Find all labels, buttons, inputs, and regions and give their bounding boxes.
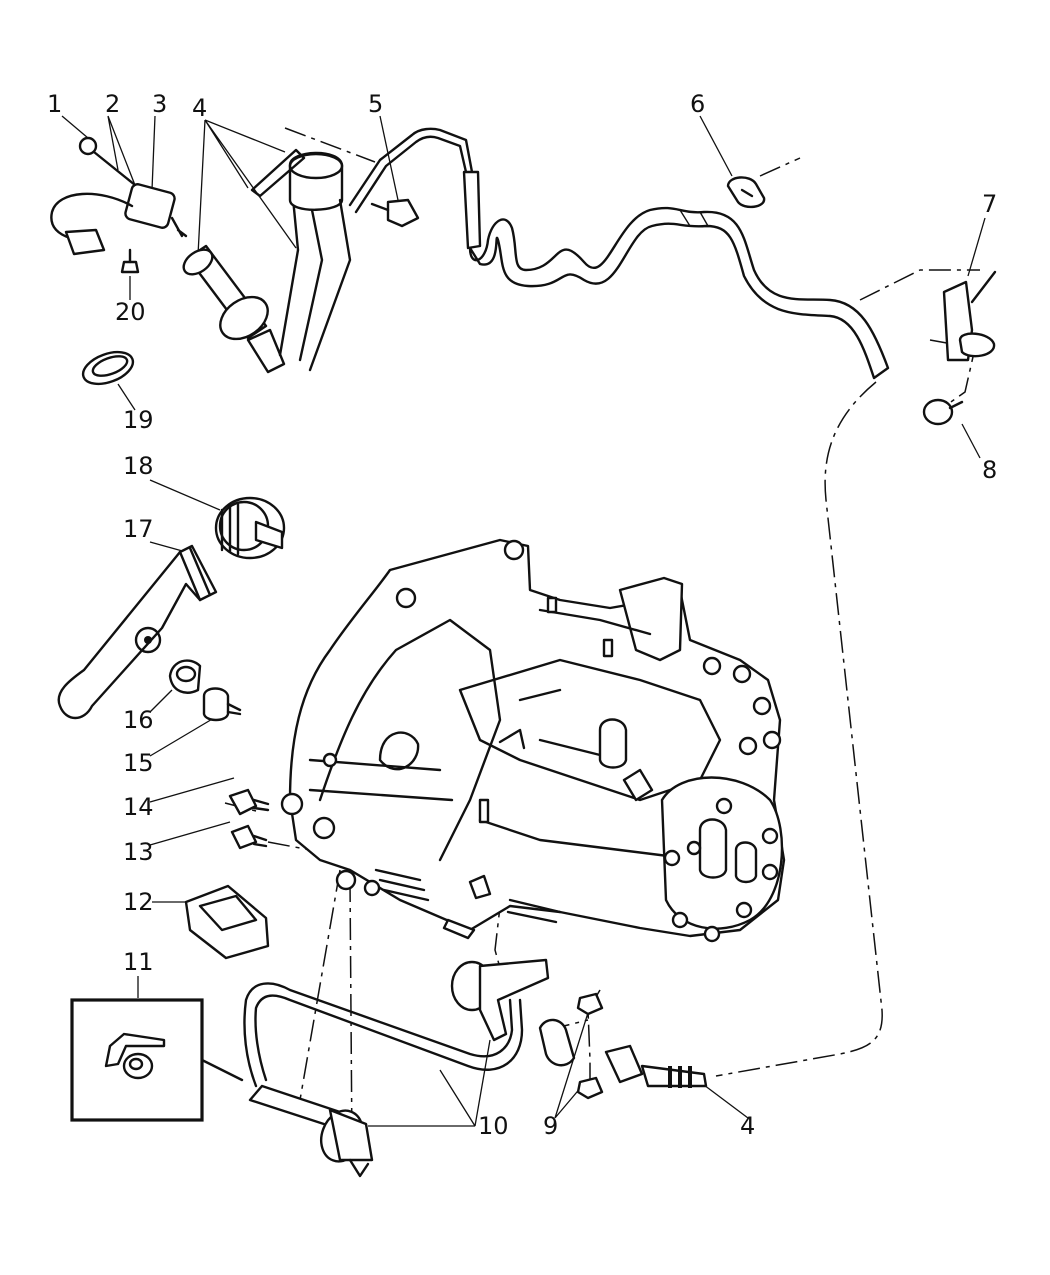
- callout-8: 8: [982, 456, 997, 484]
- leader-lines: [61, 115, 986, 1127]
- part-20-bleeder-screw: [120, 248, 140, 274]
- callout-11: 11: [123, 948, 154, 976]
- callout-19: 19: [123, 406, 154, 434]
- part-4-line-fitting-lower: [640, 1064, 708, 1088]
- callout-1: 1: [47, 90, 62, 118]
- callout-4-bottom: 4: [740, 1112, 755, 1140]
- part-9-nuts: [576, 992, 604, 1100]
- transaxle-assembly: [280, 538, 786, 943]
- callout-7: 7: [982, 190, 997, 218]
- part-14-bolt: [228, 788, 270, 816]
- hydraulic-tube: [468, 206, 890, 380]
- callout-3: 3: [152, 90, 167, 118]
- callout-16: 16: [123, 706, 154, 734]
- part-18-release-bearing: [214, 496, 286, 560]
- part-11-inset-detail: [70, 998, 244, 1122]
- callout-2: 2: [105, 90, 120, 118]
- part-17-release-fork: [57, 544, 218, 720]
- callout-14: 14: [123, 793, 154, 821]
- line-fitting-sleeve: [462, 170, 482, 250]
- callout-18: 18: [123, 452, 154, 480]
- part-2-wire: [92, 150, 137, 187]
- part-15-pivot-stud: [202, 687, 242, 722]
- part-6-line-clip: [726, 176, 766, 209]
- callout-5: 5: [368, 90, 383, 118]
- part-1-2-3-switch-assembly: [50, 136, 188, 256]
- callout-17: 17: [123, 515, 154, 543]
- part-12-dust-cover: [184, 884, 270, 960]
- part-16-pivot-boot: [168, 659, 202, 694]
- part-slave-cylinder-upper: [450, 958, 708, 1088]
- part-3-switch-body: [124, 183, 176, 229]
- callout-13: 13: [123, 838, 154, 866]
- callout-9: 9: [543, 1112, 558, 1140]
- shift-tower: [618, 576, 684, 662]
- end-cover: [660, 776, 784, 930]
- part-4-master-cylinder: [182, 148, 352, 374]
- reservoir-hose: [278, 186, 324, 362]
- part-5-bolt: [370, 198, 420, 228]
- callout-labels: 1 2 3 4 5 6 7 8 20 19 18 17 16 15 14 13 …: [47, 90, 997, 1140]
- callout-15: 15: [123, 749, 154, 777]
- part-8-push-pin: [922, 398, 964, 426]
- part-connector: [64, 228, 106, 256]
- part-7-bracket: [942, 270, 997, 362]
- hydraulic-line-upper: [348, 127, 890, 380]
- part-19-seal-ring: [81, 350, 135, 386]
- part-10-slave-cylinder-line: [243, 982, 524, 1178]
- callout-12: 12: [123, 888, 154, 916]
- callout-4-top: 4: [192, 94, 207, 122]
- callout-20: 20: [115, 298, 146, 326]
- callout-6: 6: [690, 90, 705, 118]
- callout-10: 10: [478, 1112, 509, 1140]
- part-1-ring-terminal: [78, 136, 98, 156]
- part-13-bolt: [230, 824, 268, 850]
